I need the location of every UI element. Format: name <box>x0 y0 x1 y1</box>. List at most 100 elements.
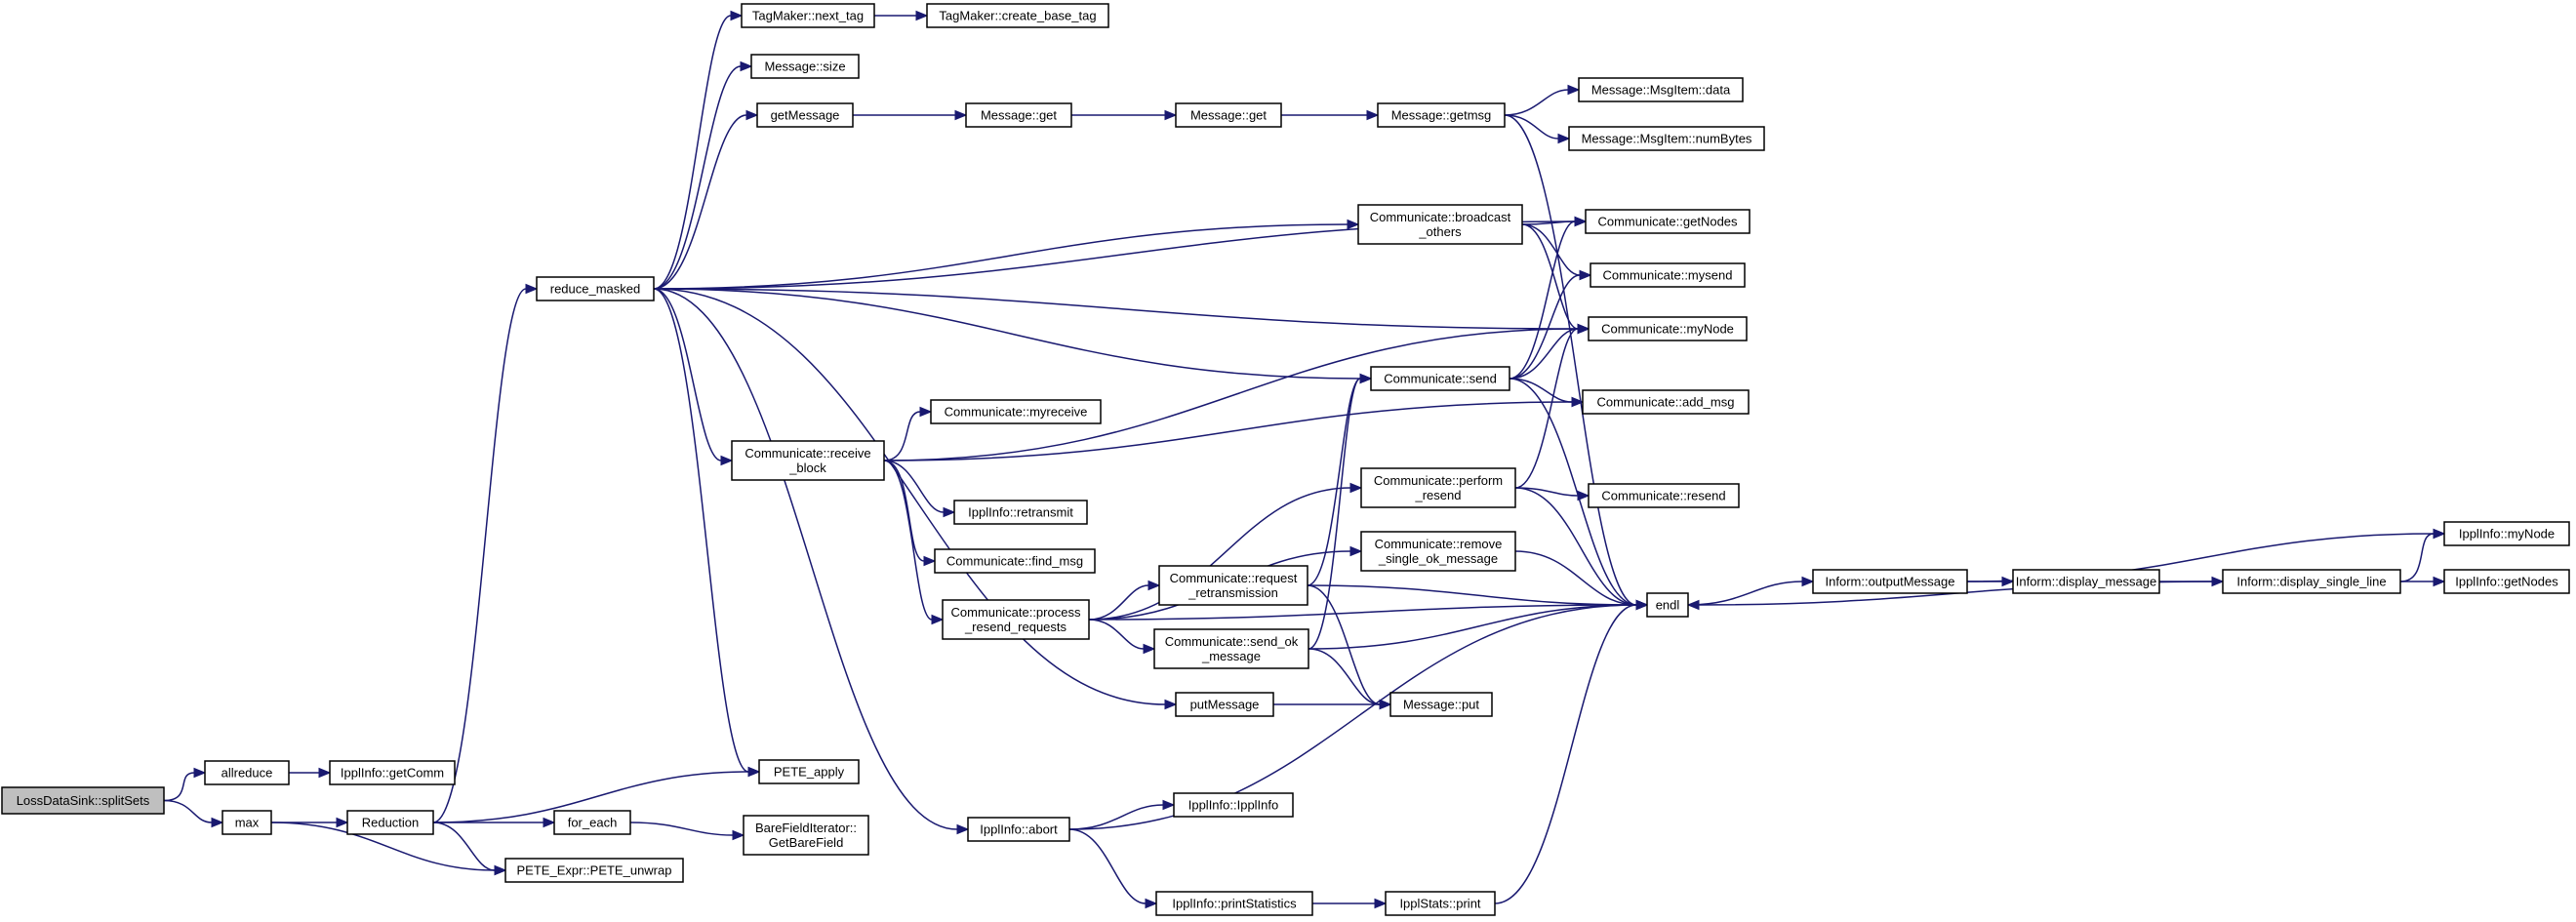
node-max[interactable]: max <box>221 810 272 835</box>
edge-line <box>163 772 195 802</box>
arrowhead-icon <box>919 406 933 418</box>
node-add_msg[interactable]: Communicate::add_msg <box>1582 389 1750 415</box>
arrowhead-icon <box>923 555 937 567</box>
node-getComm[interactable]: IpplInfo::getComm <box>329 760 456 785</box>
node-label: IpplInfo::getNodes <box>2455 575 2558 589</box>
edge-for_each-to-GetBareField <box>629 822 745 841</box>
node-label: BareFieldIterator:: <box>755 821 857 835</box>
node-label: Message::put <box>1403 698 1479 712</box>
node-broadcast_others[interactable]: Communicate::broadcast_others <box>1357 204 1523 245</box>
node-perform_resend[interactable]: Communicate::perform_resend <box>1360 467 1516 508</box>
node-process_resend[interactable]: Communicate::process_resend_requests <box>942 599 1090 640</box>
node-myreceive[interactable]: Communicate::myreceive <box>930 399 1102 424</box>
node-reduce_masked[interactable]: reduce_masked <box>536 276 655 301</box>
node-label: PETE_Expr::PETE_unwrap <box>517 863 672 878</box>
arrowhead-icon <box>1143 643 1156 655</box>
node-abort[interactable]: IpplInfo::abort <box>967 817 1070 842</box>
node-endl[interactable]: endl <box>1646 592 1689 618</box>
edge-reduce_masked-to-send <box>653 288 1373 384</box>
node-Reduction[interactable]: Reduction <box>346 810 434 835</box>
node-stats_print[interactable]: IpplStats::print <box>1385 891 1496 916</box>
node-ippl_myNode[interactable]: IpplInfo::myNode <box>2443 521 2570 546</box>
edge-line <box>432 822 496 871</box>
node-ippl_getNodes[interactable]: IpplInfo::getNodes <box>2443 569 2570 594</box>
node-receive_block[interactable]: Communicate::receive_block <box>731 440 885 481</box>
node-create_base_tag[interactable]: TagMaker::create_base_tag <box>926 3 1109 28</box>
arrowhead-icon <box>1571 396 1585 408</box>
node-outputMessage[interactable]: Inform::outputMessage <box>1812 569 1968 594</box>
node-box <box>1175 692 1274 717</box>
node-msg_put[interactable]: Message::put <box>1389 692 1493 717</box>
node-label: Communicate::myreceive <box>945 405 1088 420</box>
node-printStatistics[interactable]: IpplInfo::printStatistics <box>1155 891 1313 916</box>
edge-printStatistics-to-stats_print <box>1312 898 1388 909</box>
node-mi_numBytes[interactable]: Message::MsgItem::numBytes <box>1568 126 1765 151</box>
node-box <box>1377 102 1506 128</box>
arrowhead-icon <box>1164 699 1178 710</box>
node-request_retrans[interactable]: Communicate::request_retransmission <box>1158 565 1308 606</box>
node-PETE_unwrap[interactable]: PETE_Expr::PETE_unwrap <box>504 858 684 883</box>
node-box <box>553 810 631 835</box>
node-msg_get1[interactable]: Message::get <box>965 102 1072 128</box>
node-splitSets[interactable]: LossDataSink::splitSets <box>1 786 165 815</box>
node-label: Message::MsgItem::numBytes <box>1582 132 1752 146</box>
edge-line <box>432 771 749 823</box>
edge-line <box>883 401 1573 461</box>
node-allreduce[interactable]: allreduce <box>204 760 290 785</box>
node-mi_data[interactable]: Message::MsgItem::data <box>1578 77 1744 102</box>
node-getmsg[interactable]: Message::getmsg <box>1377 102 1506 128</box>
node-msg_size[interactable]: Message::size <box>750 54 860 79</box>
edge-line <box>432 288 527 823</box>
arrowhead-icon <box>1574 216 1588 227</box>
edge-line <box>1509 220 1576 380</box>
node-label: Communicate::myNode <box>1601 322 1734 337</box>
node-label: _single_ok_message <box>1378 551 1498 566</box>
edge-line <box>1307 584 1381 705</box>
node-box <box>967 817 1070 842</box>
node-msg_get2[interactable]: Message::get <box>1175 102 1282 128</box>
edge-receive_block-to-find_msg <box>883 460 937 567</box>
node-next_tag[interactable]: TagMaker::next_tag <box>741 3 875 28</box>
node-resend[interactable]: Communicate::resend <box>1588 483 1740 508</box>
edge-reduce_masked-to-putMessage <box>653 288 1178 710</box>
node-PETE_apply[interactable]: PETE_apply <box>758 759 860 784</box>
edge-line <box>1068 804 1164 830</box>
node-getNodes[interactable]: Communicate::getNodes <box>1585 209 1751 234</box>
node-label: _message <box>1201 649 1261 663</box>
node-label: Communicate::remove <box>1375 537 1503 551</box>
node-label: Communicate::send <box>1384 372 1497 386</box>
node-GetBareField[interactable]: BareFieldIterator::GetBareField <box>743 815 869 856</box>
edge-line <box>1514 328 1579 489</box>
node-label: LossDataSink::splitSets <box>17 793 150 808</box>
node-label: Communicate::getNodes <box>1597 215 1738 229</box>
node-remove_single[interactable]: Communicate::remove_single_ok_message <box>1360 531 1516 572</box>
node-for_each[interactable]: for_each <box>553 810 631 835</box>
node-ipplinfo_ctor[interactable]: IpplInfo::IpplInfo <box>1173 792 1294 818</box>
edge-line <box>653 288 1166 705</box>
node-myNode[interactable]: Communicate::myNode <box>1588 316 1748 341</box>
node-mysend[interactable]: Communicate::mysend <box>1590 262 1746 288</box>
node-box <box>204 760 290 785</box>
node-display_message[interactable]: Inform::display_message <box>2012 569 2160 594</box>
node-box <box>1153 628 1309 669</box>
edge-reduce_masked-to-PETE_apply <box>653 288 761 778</box>
edge-Reduction-to-PETE_unwrap <box>432 822 507 876</box>
node-find_msg[interactable]: Communicate::find_msg <box>934 548 1096 574</box>
node-box <box>1 786 165 815</box>
node-label: Communicate::broadcast <box>1370 210 1511 224</box>
edge-line <box>1308 604 1637 650</box>
node-box <box>1370 366 1510 391</box>
arrowhead-icon <box>1347 219 1360 230</box>
edge-line <box>1068 828 1147 904</box>
arrowhead-icon <box>1801 576 1815 587</box>
node-getMessage[interactable]: getMessage <box>756 102 854 128</box>
node-putMessage[interactable]: putMessage <box>1175 692 1274 717</box>
edge-line <box>653 65 742 290</box>
node-send_ok[interactable]: Communicate::send_ok_message <box>1153 628 1309 669</box>
node-send[interactable]: Communicate::send <box>1370 366 1510 391</box>
node-label: _block <box>788 461 826 475</box>
edge-line <box>1504 89 1569 116</box>
node-display_single_line[interactable]: Inform::display_single_line <box>2222 569 2401 594</box>
edge-line <box>653 288 1361 380</box>
node-retransmit[interactable]: IpplInfo::retransmit <box>953 500 1088 525</box>
